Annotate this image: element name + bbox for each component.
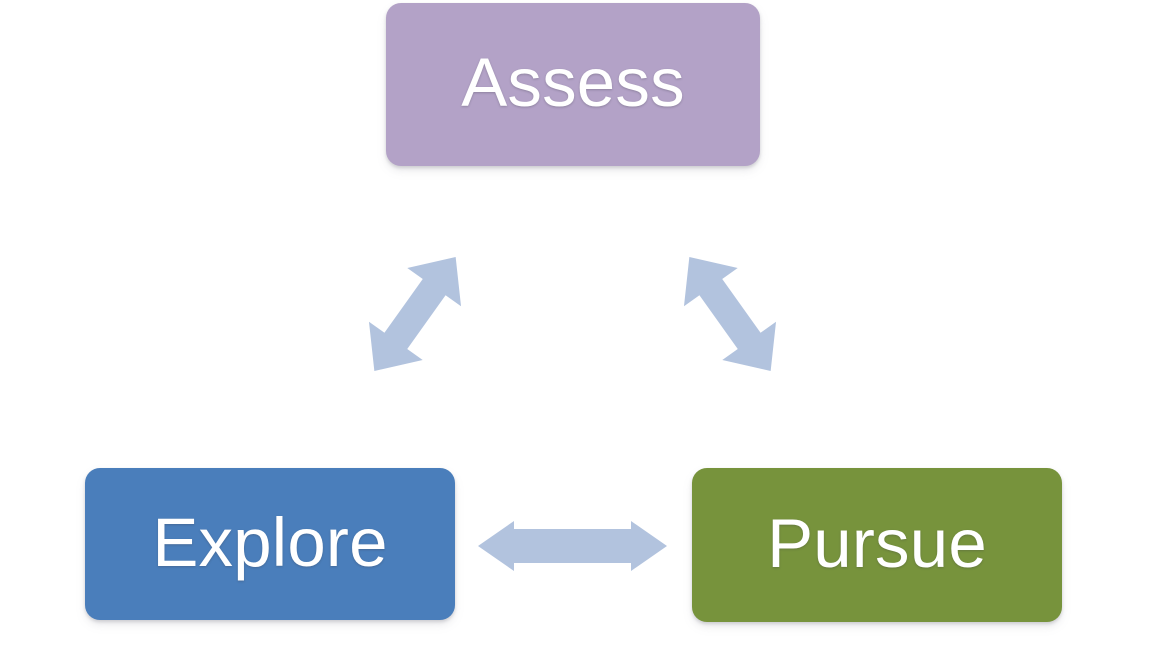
connector-arrow-explore-pursue-shape [478,521,667,571]
process-node-assess[interactable]: Assess [386,3,760,166]
process-node-assess-label: Assess [461,44,685,121]
connector-arrow-assess-pursue [655,228,805,400]
process-node-explore-label: Explore [152,503,388,581]
process-node-explore[interactable]: Explore [85,468,455,620]
connector-arrow-assess-explore [340,228,490,400]
connector-arrow-explore-pursue [470,518,675,574]
connector-arrow-assess-explore-shape [368,257,462,371]
process-node-pursue-label: Pursue [767,504,987,582]
connector-arrow-assess-pursue-shape [683,257,777,371]
process-node-pursue[interactable]: Pursue [692,468,1062,622]
